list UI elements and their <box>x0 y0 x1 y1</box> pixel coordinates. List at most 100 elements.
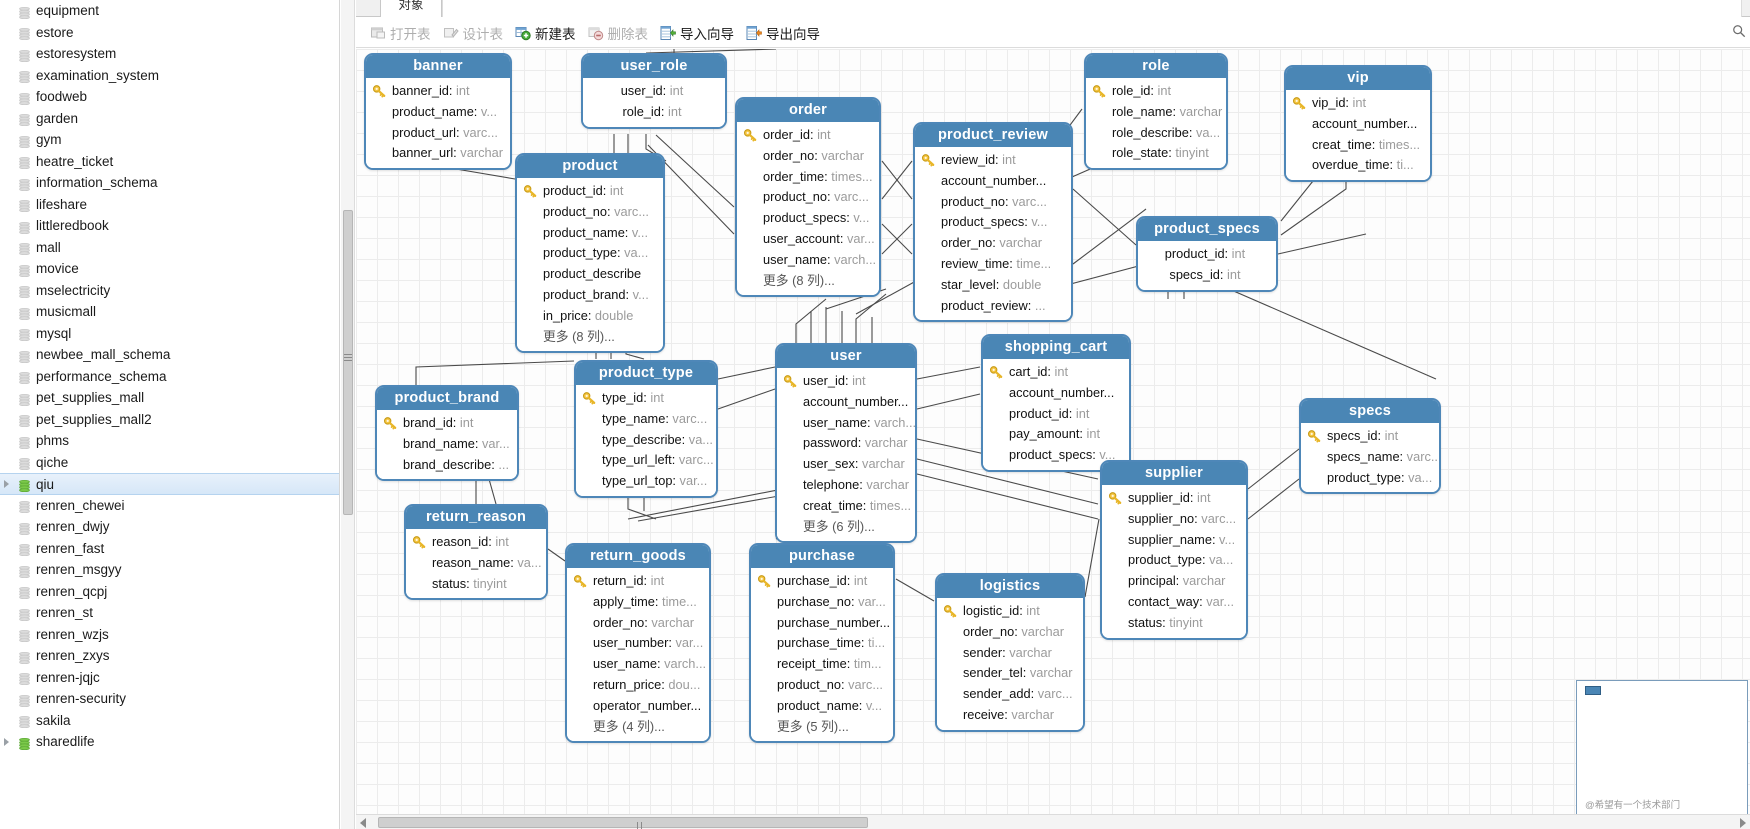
horizontal-scrollbar[interactable] <box>356 814 1750 829</box>
sidebar-item-foodweb[interactable]: foodweb <box>0 86 339 108</box>
sidebar-item-qiu[interactable]: qiu <box>0 473 339 495</box>
er-field-type: int <box>452 83 470 98</box>
sidebar-item-newbee_mall_schema[interactable]: newbee_mall_schema <box>0 344 339 366</box>
scroll-right-arrow[interactable] <box>1740 818 1746 828</box>
open-table-icon <box>370 25 386 41</box>
minimap-overview[interactable]: @希望有一个技术部门 <box>1576 680 1748 815</box>
toolbar-button-import-wizard[interactable]: 导入向导 <box>654 20 740 46</box>
database-icon <box>18 90 31 105</box>
sidebar-item-renren_chewei[interactable]: renren_chewei <box>0 495 339 517</box>
sidebar-item-phms[interactable]: phms <box>0 430 339 452</box>
sidebar-item-examination_system[interactable]: examination_system <box>0 65 339 87</box>
sidebar-item-renren_msgyy[interactable]: renren_msgyy <box>0 559 339 581</box>
er-field-user_sex: user_sex: varchar <box>777 454 915 475</box>
sidebar-scroll-thumb[interactable] <box>343 210 353 515</box>
database-icon <box>18 563 31 578</box>
er-field-user_id: user_id: int <box>777 371 915 392</box>
er-field-type: varchar <box>1017 623 1065 639</box>
sidebar-item-equipment[interactable]: equipment <box>0 0 339 22</box>
sidebar-item-renren_qcpj[interactable]: renren_qcpj <box>0 581 339 603</box>
sidebar-item-renren-security[interactable]: renren-security <box>0 688 339 710</box>
horizontal-scroll-thumb[interactable] <box>378 817 868 829</box>
sidebar-item-garden[interactable]: garden <box>0 108 339 130</box>
toolbar-button-export-wizard[interactable]: 导出向导 <box>740 20 826 46</box>
sidebar-item-littleredbook[interactable]: littleredbook <box>0 215 339 237</box>
sidebar-item-musicmall[interactable]: musicmall <box>0 301 339 323</box>
sidebar-item-renren-jqjc[interactable]: renren-jqjc <box>0 667 339 689</box>
er-field-name: type_url_left: <box>602 452 676 468</box>
sidebar-item-sakila[interactable]: sakila <box>0 710 339 732</box>
sidebar-item-mysql[interactable]: mysql <box>0 323 339 345</box>
sidebar-item-renren_st[interactable]: renren_st <box>0 602 339 624</box>
er-field-type: var... <box>843 230 875 246</box>
er-field-name: product_no: <box>763 189 831 205</box>
sidebar-item-renren_fast[interactable]: renren_fast <box>0 538 339 560</box>
sidebar-item-mall[interactable]: mall <box>0 237 339 259</box>
er-field-type: varc... <box>459 124 498 140</box>
er-field-banner_id: banner_id: int <box>366 81 510 102</box>
er-field-role_describe: role_describe: va... <box>1086 123 1226 144</box>
new-table-icon <box>515 25 531 41</box>
design-table-icon <box>443 25 459 41</box>
sidebar-item-sharedlife[interactable]: sharedlife <box>0 731 339 753</box>
expand-arrow-icon[interactable] <box>4 737 9 746</box>
search-icon[interactable] <box>1732 24 1746 38</box>
er-field-name: sender_tel: <box>963 665 1027 681</box>
sidebar-scrollbar[interactable] <box>341 0 355 829</box>
toolbar-button-delete-table[interactable]: 删除表 <box>582 20 655 46</box>
sidebar-item-pet_supplies_mall[interactable]: pet_supplies_mall <box>0 387 339 409</box>
sidebar-item-performance_schema[interactable]: performance_schema <box>0 366 339 388</box>
sidebar-item-renren_wzjs[interactable]: renren_wzjs <box>0 624 339 646</box>
minimap-viewport-box[interactable] <box>1585 686 1601 695</box>
database-icon <box>18 155 31 170</box>
sidebar-item-mselectricity[interactable]: mselectricity <box>0 280 339 302</box>
sidebar-item-estoresystem[interactable]: estoresystem <box>0 43 339 65</box>
sidebar-item-estore[interactable]: estore <box>0 22 339 44</box>
sidebar-item-pet_supplies_mall2[interactable]: pet_supplies_mall2 <box>0 409 339 431</box>
toolbar-button-new-table[interactable]: 新建表 <box>509 20 582 46</box>
er-field-review_time: review_time: time... <box>915 254 1071 275</box>
sidebar-splitter-grip[interactable] <box>344 352 352 362</box>
toolbar-button-open-table[interactable]: 打开表 <box>364 20 437 46</box>
sidebar-item-qiche[interactable]: qiche <box>0 452 339 474</box>
er-field-name: product_name: <box>543 224 629 240</box>
er-field-creat_time: creat_time: times... <box>777 496 915 517</box>
er-field-type: int <box>646 390 664 405</box>
er-more-columns: 更多 (8 列)... <box>737 271 879 292</box>
sidebar-item-heatre_ticket[interactable]: heatre_ticket <box>0 151 339 173</box>
er-field-product_type: product_type: va... <box>1301 468 1439 489</box>
scroll-left-arrow[interactable] <box>360 818 366 828</box>
sidebar-item-renren_zxys[interactable]: renren_zxys <box>0 645 339 667</box>
export-wizard-icon <box>746 25 762 41</box>
toolbar-button-label: 删除表 <box>607 26 649 42</box>
primary-key-icon <box>1092 85 1106 98</box>
toolbar-button-design-table[interactable]: 设计表 <box>437 20 510 46</box>
sidebar-item-information_schema[interactable]: information_schema <box>0 172 339 194</box>
sidebar-item-lifeshare[interactable]: lifeshare <box>0 194 339 216</box>
expand-arrow-icon[interactable] <box>4 479 9 488</box>
sidebar-item-gym[interactable]: gym <box>0 129 339 151</box>
tab-object[interactable]: 对象 <box>380 0 442 17</box>
sidebar-item-movice[interactable]: movice <box>0 258 339 280</box>
sidebar-item-renren_dwjy[interactable]: renren_dwjy <box>0 516 339 538</box>
